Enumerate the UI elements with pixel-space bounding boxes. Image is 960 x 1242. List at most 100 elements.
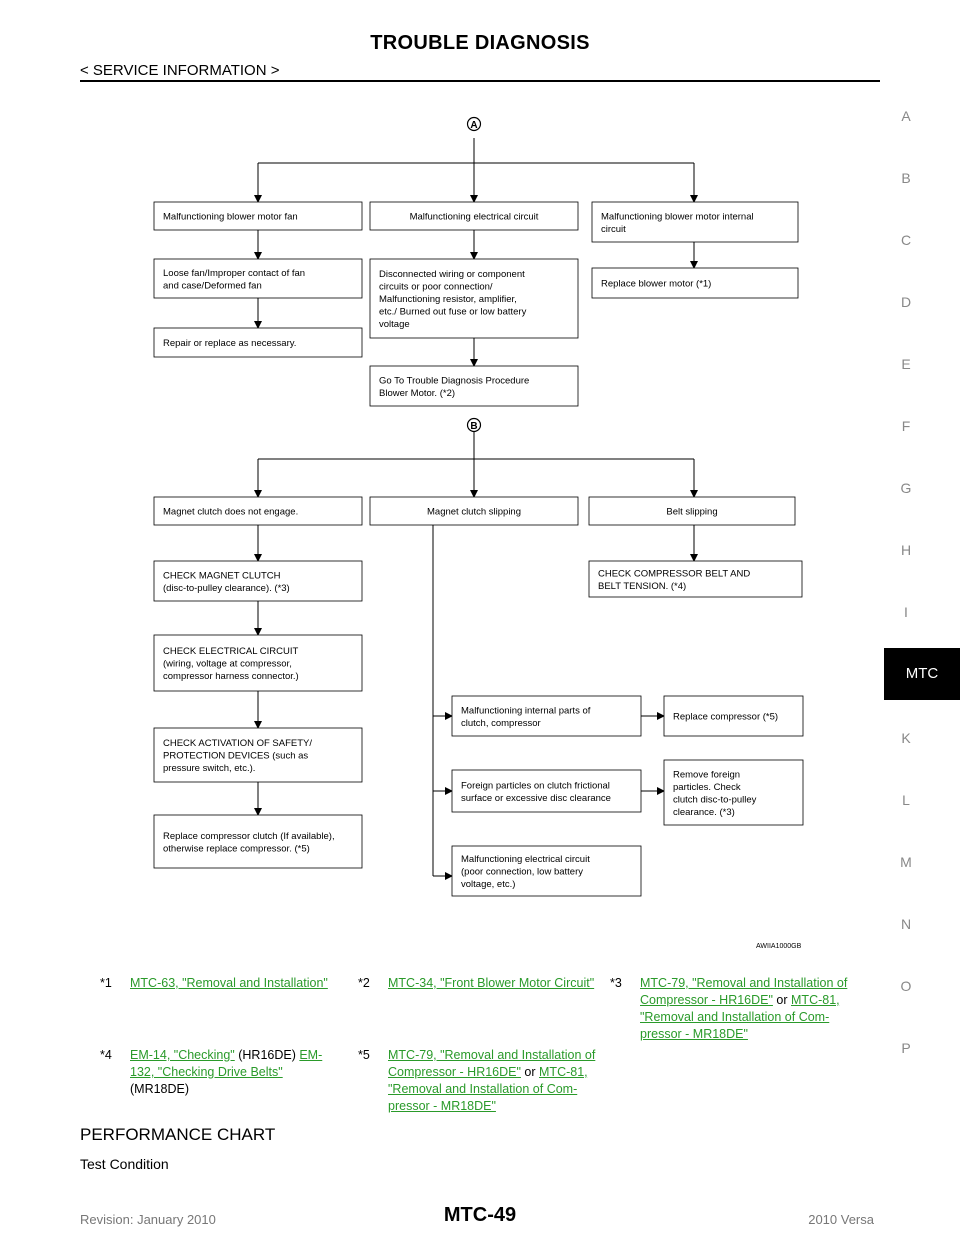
flow-box-text: surface or excessive disc clearance — [461, 793, 611, 804]
flow-box-frame — [663, 759, 804, 826]
index-letter[interactable]: M — [900, 854, 912, 870]
footnote-link[interactable]: EM- — [299, 1048, 323, 1062]
footnote-link[interactable]: MTC-63, "Removal and Installation" — [130, 976, 328, 990]
flow-box-text: particles. Check — [673, 782, 741, 793]
footnote-link[interactable]: pressor - MR18DE" — [388, 1099, 496, 1113]
flow-box-a-col2-1: Malfunctioning electrical circuit — [369, 201, 579, 231]
index-letter[interactable]: H — [900, 542, 912, 558]
footnote-link[interactable]: MTC-81, — [539, 1065, 588, 1079]
index-letter[interactable]: C — [900, 232, 912, 248]
footnote-link[interactable]: MTC-79, "Removal and Installation of — [640, 976, 848, 990]
footnote-link[interactable]: MTC-81, — [791, 993, 840, 1007]
flow-box-text: Loose fan/Improper contact of fan — [163, 268, 305, 279]
flow-box-frame — [153, 560, 363, 602]
footnote-link[interactable]: EM-14, "Checking" — [130, 1048, 235, 1062]
flow-box-text: Magnet clutch slipping — [427, 507, 521, 518]
flow-box-text: pressure switch, etc.). — [163, 763, 255, 774]
flow-box-text: Magnet clutch does not engage. — [163, 507, 298, 518]
index-letter[interactable]: O — [900, 978, 912, 994]
flow-box-text: (poor connection, low battery — [461, 867, 583, 878]
index-letter[interactable]: F — [901, 418, 911, 434]
flow-box-text: compressor harness connector.) — [163, 671, 299, 682]
marker-b — [466, 417, 482, 433]
flow-box-b-sub-1: Malfunctioning internal parts of clutch, … — [451, 695, 642, 737]
flow-box-frame — [153, 258, 363, 299]
footnote-link[interactable]: MTC-79, "Removal and Installation of — [388, 1048, 596, 1062]
flow-box-frame — [153, 727, 363, 783]
footnote-link[interactable]: "Removal and Installation of Com- — [388, 1082, 578, 1096]
flow-box-text: and case/Deformed fan — [163, 280, 262, 291]
flow-box-text: Malfunctioning resistor, amplifier, — [379, 294, 517, 305]
index-letter[interactable]: N — [900, 916, 912, 932]
flow-box-text: (disc-to-pulley clearance). (*3) — [163, 583, 290, 594]
footnote-link[interactable]: Compressor - HR16DE" — [640, 993, 773, 1007]
flow-box-frame — [451, 695, 642, 737]
flow-box-text: CHECK COMPRESSOR BELT AND — [598, 568, 750, 579]
flow-box-text: etc./ Burned out fuse or low battery — [379, 307, 527, 318]
flow-box-text: Go To Trouble Diagnosis Procedure — [379, 375, 529, 386]
flow-box-text: voltage, etc.) — [461, 879, 515, 890]
footnote-key: *5 — [358, 1048, 370, 1062]
footnote-link[interactable]: 132, "Checking Drive Belts" — [130, 1065, 283, 1079]
flow-box-text: clearance. (*3) — [673, 807, 735, 818]
marker-a — [466, 116, 482, 132]
index-letter[interactable]: L — [902, 792, 910, 808]
index-letter[interactable]: E — [901, 356, 911, 372]
flow-box-text: clutch, compressor — [461, 718, 541, 729]
footnote-link[interactable]: MTC-34, "Front Blower Motor Circuit" — [388, 976, 595, 990]
flow-box-text: circuits or poor connection/ — [379, 282, 493, 293]
index-letter[interactable]: I — [904, 604, 908, 620]
flow-box-frame — [153, 496, 363, 526]
flow-box-b-col1-1: Magnet clutch does not engage. — [153, 496, 363, 526]
section-label: < SERVICE INFORMATION > — [80, 62, 280, 79]
flow-box-text: Disconnected wiring or component — [379, 269, 525, 280]
flow-box-text: voltage — [379, 319, 410, 330]
flow-box-b-col1-4: CHECK ACTIVATION OF SAFETY/PROTECTION DE… — [153, 727, 363, 783]
flowchart: A B Malfunctioning blower motor fanLoose… — [153, 116, 804, 897]
footnote-link[interactable]: Compressor - HR16DE" — [388, 1065, 521, 1079]
page-title: TROUBLE DIAGNOSIS — [370, 32, 590, 54]
footnote-link[interactable]: pressor - MR18DE" — [640, 1027, 748, 1041]
flow-box-a-col1-1: Malfunctioning blower motor fan — [153, 201, 363, 231]
footnote-text: or — [520, 1065, 540, 1079]
flow-box-text: Belt slipping — [666, 507, 717, 518]
flow-box-frame — [153, 634, 363, 692]
flow-box-frame — [451, 845, 642, 897]
flow-box-b-col1-3: CHECK ELECTRICAL CIRCUIT (wiring, voltage… — [153, 634, 363, 692]
flow-box-frame — [369, 496, 579, 526]
footnote-key: *4 — [100, 1048, 112, 1062]
footnote-text: (HR16DE) — [234, 1048, 300, 1062]
flow-box-frame — [588, 496, 796, 526]
flow-box-text: CHECK MAGNET CLUTCH — [163, 570, 281, 581]
marker-b-label: B — [470, 421, 477, 432]
flow-box-b-col1-5: Replace compressor clutch (If available)… — [153, 814, 363, 869]
footnote-key: *3 — [610, 976, 622, 990]
flow-box-b-sub-1r: Replace compressor (*5) — [663, 695, 804, 737]
flow-box-text: Blower Motor. (*2) — [379, 388, 455, 399]
flow-box-frame — [153, 327, 363, 358]
flow-box-b-col2-1: Magnet clutch slipping — [369, 496, 579, 526]
flow-box-text: (wiring, voltage at compressor, — [163, 659, 292, 670]
footnote-text: or — [772, 993, 792, 1007]
section-heading: PERFORMANCE CHART — [80, 1125, 276, 1144]
flow-box-text: Malfunctioning electrical circuit — [410, 212, 539, 223]
index-letter[interactable]: P — [901, 1040, 911, 1056]
index-letter[interactable]: G — [900, 480, 912, 496]
flow-box-text: Malfunctioning internal parts of — [461, 705, 591, 716]
flow-box-frame — [588, 560, 803, 598]
section-subheading: Test Condition — [80, 1156, 169, 1172]
flow-box-text: CHECK ELECTRICAL CIRCUIT — [163, 646, 299, 657]
footnote-link[interactable]: "Removal and Installation of Com- — [640, 1010, 830, 1024]
active-index-tab[interactable]: MTC — [884, 648, 960, 700]
flow-box-text: Repair or replace as necessary. — [163, 338, 296, 349]
flow-box-frame — [591, 201, 799, 243]
flow-box-a-col2-2: Disconnected wiring or component circuits… — [369, 258, 579, 339]
index-letter[interactable]: D — [900, 294, 912, 310]
index-letter[interactable]: K — [901, 730, 911, 746]
index-letter[interactable]: B — [901, 170, 911, 186]
page-number: MTC-49 — [443, 1204, 517, 1226]
index-letter[interactable]: A — [901, 108, 911, 124]
flow-box-text: Remove foreign — [673, 769, 740, 780]
